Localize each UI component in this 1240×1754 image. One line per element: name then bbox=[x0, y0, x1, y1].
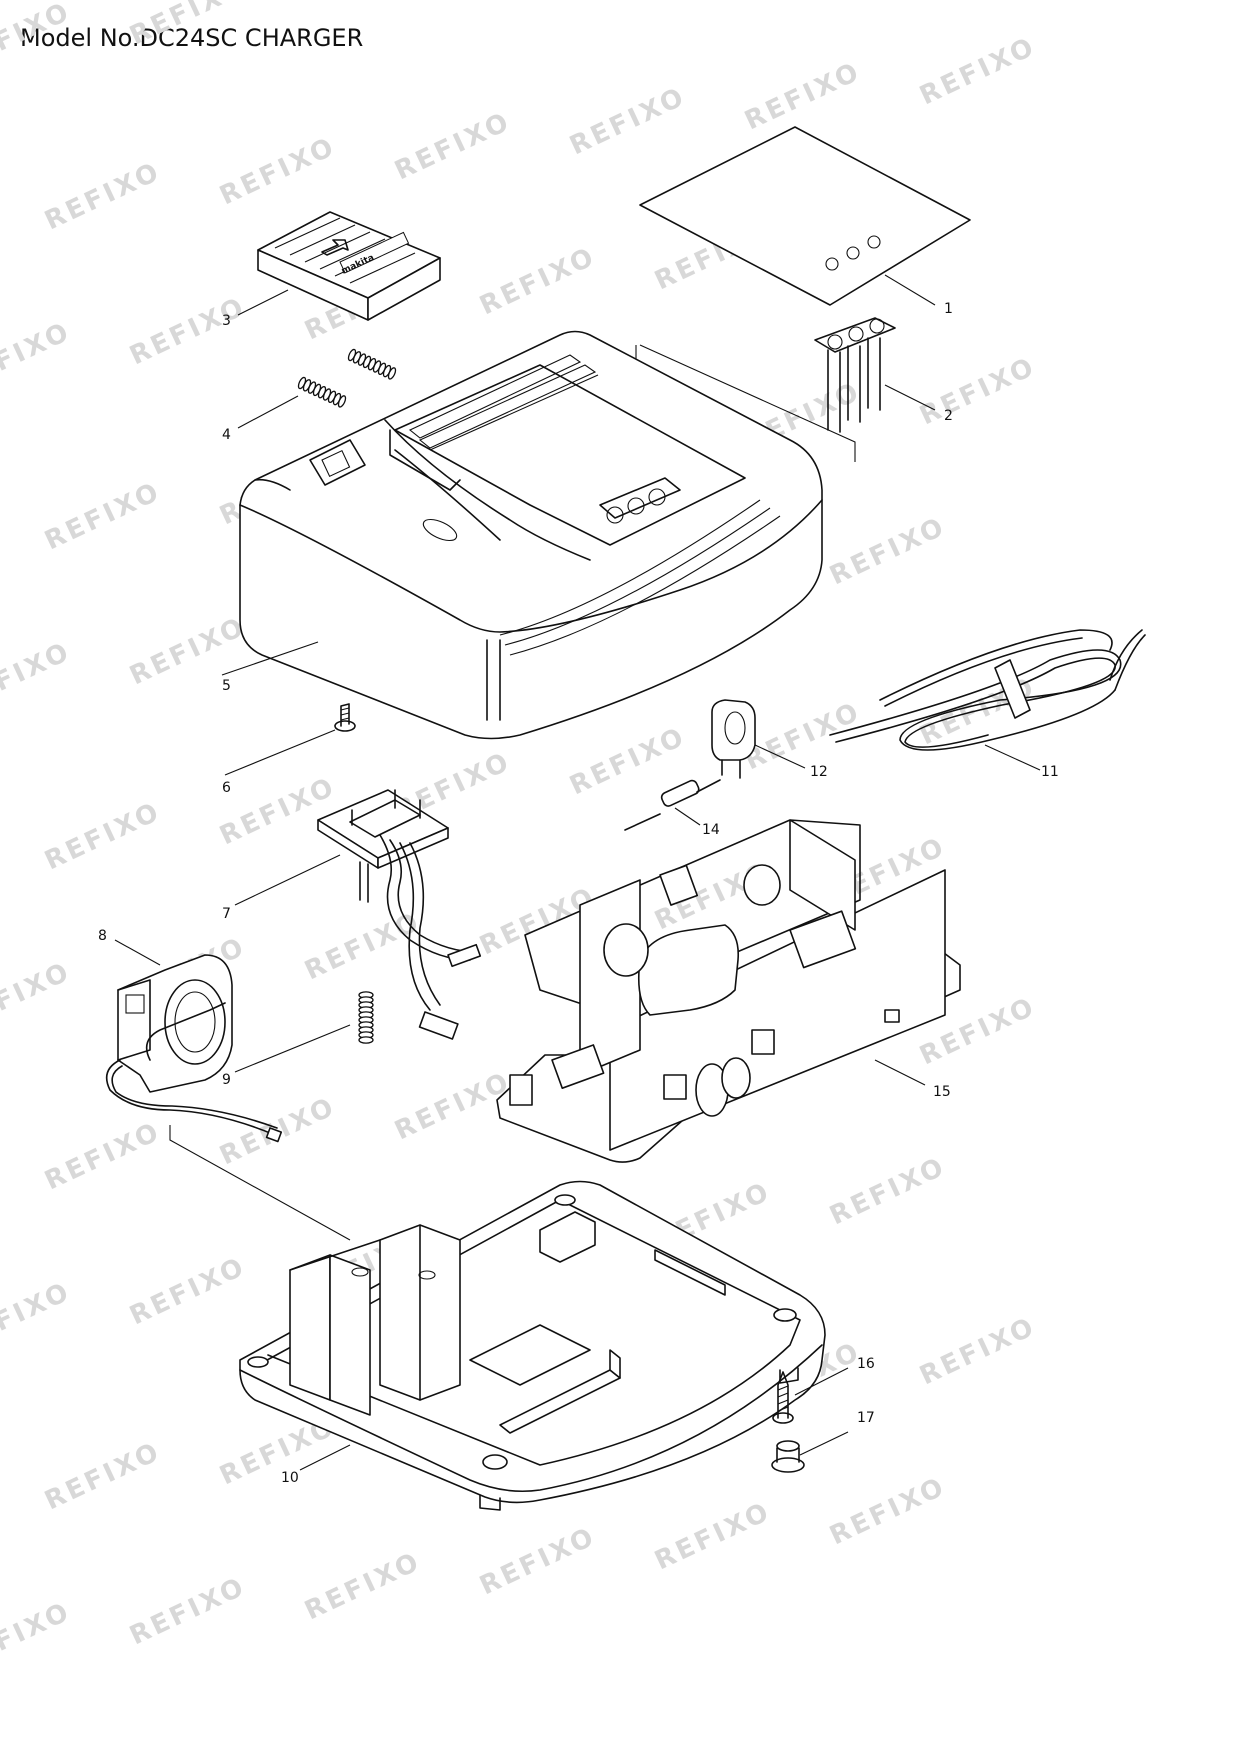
part-2-led-lens bbox=[635, 317, 936, 510]
watermark-text: REFIXO bbox=[125, 1252, 250, 1332]
part-10-lower-housing bbox=[239, 1180, 826, 1511]
part-4-springs bbox=[237, 348, 397, 429]
watermark-text: REFIXO bbox=[915, 352, 1040, 432]
label-2: 2 bbox=[944, 408, 953, 424]
part-5-upper-housing bbox=[221, 330, 823, 740]
watermark-text: REFIXO bbox=[0, 0, 76, 76]
part-7-terminal-assembly bbox=[234, 789, 482, 1040]
part-9-spring bbox=[234, 991, 374, 1073]
part-8-fan bbox=[105, 939, 351, 1241]
watermark-text: REFIXO bbox=[0, 957, 76, 1037]
part-number-labels: 1 2 3 4 5 6 7 8 9 10 11 12 14 15 16 17 bbox=[98, 301, 1059, 1486]
label-6: 6 bbox=[222, 780, 231, 796]
watermark-text: REFIXO bbox=[40, 157, 165, 237]
label-5: 5 bbox=[222, 678, 231, 694]
label-7: 7 bbox=[222, 906, 231, 922]
watermark-text: REFIXO bbox=[40, 1117, 165, 1197]
watermark-text: REFIXO bbox=[215, 772, 340, 852]
label-10: 10 bbox=[281, 1470, 299, 1486]
part-11-power-cord bbox=[829, 629, 1146, 771]
watermark-text: REFIXO bbox=[740, 697, 865, 777]
watermark-text: REFIXO bbox=[475, 242, 600, 322]
label-9: 9 bbox=[222, 1072, 231, 1088]
label-16: 16 bbox=[857, 1356, 875, 1372]
watermark-text: REFIXO bbox=[825, 1472, 950, 1552]
label-1: 1 bbox=[944, 301, 953, 317]
watermark-text: REFIXO bbox=[915, 32, 1040, 112]
part-1-label-sheet bbox=[639, 126, 971, 306]
part-16-screw bbox=[772, 1367, 849, 1424]
part-14-fuse bbox=[624, 779, 721, 831]
watermark-text: REFIXO bbox=[0, 637, 76, 717]
part-17-rubber-foot bbox=[771, 1431, 849, 1473]
spring-coil bbox=[337, 395, 347, 408]
watermark-text: REFIXO bbox=[215, 132, 340, 212]
page-title: Model No.DC24SC CHARGER bbox=[20, 24, 364, 52]
part-15-pcb-assembly bbox=[496, 819, 961, 1163]
part-3-slide-cover: makita bbox=[237, 211, 441, 321]
watermark-text: REFIXO bbox=[125, 0, 250, 51]
watermark-text: REFIXO bbox=[825, 1152, 950, 1232]
label-14: 14 bbox=[702, 822, 720, 838]
label-11: 11 bbox=[1041, 764, 1059, 780]
watermark-text: REFIXO bbox=[825, 512, 950, 592]
label-17: 17 bbox=[857, 1410, 875, 1426]
watermark-text: REFIXO bbox=[125, 292, 250, 372]
watermark-text: REFIXO bbox=[390, 1067, 515, 1147]
watermark-text: REFIXO bbox=[125, 612, 250, 692]
watermark-text: REFIXO bbox=[40, 797, 165, 877]
part-6-screw bbox=[224, 703, 356, 776]
label-15: 15 bbox=[933, 1084, 951, 1100]
watermark-text: REFIXO bbox=[740, 57, 865, 137]
label-3: 3 bbox=[222, 313, 231, 329]
watermark-text: REFIXO bbox=[40, 477, 165, 557]
watermark-text: REFIXO bbox=[0, 1597, 76, 1677]
part-12-choke bbox=[711, 699, 806, 779]
label-4: 4 bbox=[222, 427, 231, 443]
watermark-text: REFIXO bbox=[475, 1522, 600, 1602]
watermark-text: REFIXO bbox=[300, 907, 425, 987]
watermark-text: REFIXO bbox=[0, 317, 76, 397]
spring-coil bbox=[387, 367, 397, 380]
spring-coil bbox=[358, 1036, 374, 1044]
watermark-text: REFIXO bbox=[650, 1497, 775, 1577]
label-12: 12 bbox=[810, 764, 828, 780]
watermark-text: REFIXO bbox=[125, 1572, 250, 1652]
watermark-text: REFIXO bbox=[40, 1437, 165, 1517]
watermark-text: REFIXO bbox=[0, 1277, 76, 1357]
watermark-text: REFIXO bbox=[565, 82, 690, 162]
label-8: 8 bbox=[98, 928, 107, 944]
watermark-text: REFIXO bbox=[915, 1312, 1040, 1392]
watermark-text: REFIXO bbox=[390, 107, 515, 187]
watermark-text: REFIXO bbox=[300, 1547, 425, 1627]
